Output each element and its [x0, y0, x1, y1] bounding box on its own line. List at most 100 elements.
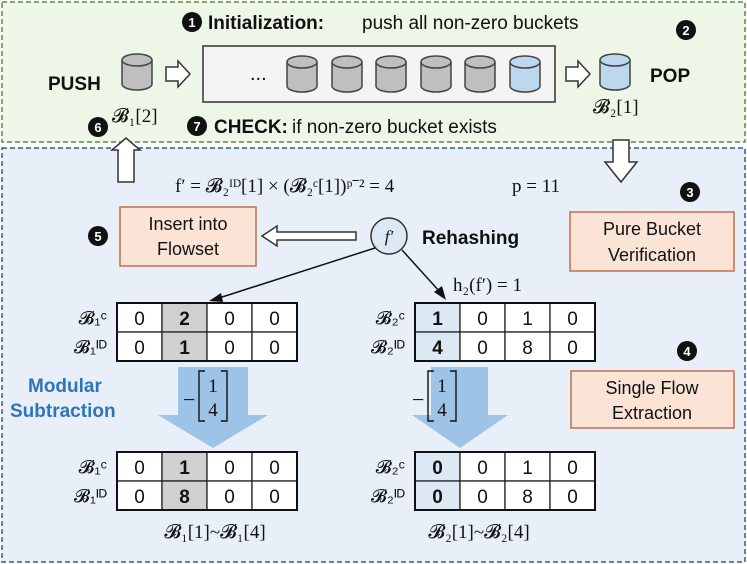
queue-bucket-3-icon	[375, 55, 407, 93]
table-cell-value: 0	[269, 309, 280, 330]
pure-bucket-line-2: Verification	[608, 245, 696, 265]
modular-label-line-1: Modular	[28, 376, 102, 397]
up-arrow-icon	[109, 137, 143, 183]
step-1-title: Initialization:	[208, 13, 324, 34]
step-3-badge	[680, 182, 700, 202]
step-1-description: push all non-zero buckets	[362, 13, 579, 34]
row-label-id: 𝓑₁ᴵᴰ	[74, 337, 107, 357]
rehash-arrow-left-head	[209, 293, 223, 302]
table-cell	[414, 451, 461, 482]
row-label-counter: 𝓑₁ᶜ	[79, 308, 107, 328]
pure-bucket-box	[569, 211, 735, 272]
range-label-right: 𝓑₂[1]~𝓑₂[4]	[428, 522, 529, 543]
step-2-badge	[676, 20, 696, 40]
range-label-left: 𝓑₁[1]~𝓑₁[4]	[164, 522, 265, 543]
table-border	[116, 451, 298, 511]
table-cell-value: 1	[432, 309, 443, 330]
table-cell	[161, 302, 208, 333]
single-flow-line-2: Extraction	[612, 403, 692, 423]
step-1-badge	[182, 12, 202, 32]
step-6-badge	[88, 117, 108, 137]
queue-bucket-4-icon	[420, 55, 452, 93]
row-label-counter: 𝓑₂ᶜ	[376, 457, 405, 477]
table-cell	[549, 480, 596, 511]
row-label-id: 𝓑₂ᴵᴰ	[371, 337, 405, 357]
single-flow-line-1: Single Flow	[605, 378, 699, 398]
table-cell-value: 0	[567, 458, 578, 479]
queue-bucket-2-icon	[331, 55, 363, 93]
insert-flowset-line-2: Flowset	[157, 239, 219, 259]
queue-bucket-head-icon	[509, 55, 541, 93]
table-border	[414, 451, 596, 511]
step-7-title: CHECK:	[214, 117, 288, 138]
step-6-number: 6	[94, 120, 101, 135]
table-cell-value: 8	[179, 487, 190, 508]
step-7-description: if non-zero bucket exists	[292, 117, 497, 138]
vector-left: − 1 4	[183, 370, 228, 422]
table-cell-value: 1	[522, 458, 533, 479]
vector-left-bottom: 4	[208, 400, 218, 421]
table-cell-value: 0	[269, 458, 280, 479]
table-cell-value: 4	[432, 338, 443, 359]
table-border	[414, 302, 596, 362]
fprime-node-label: f′	[385, 227, 394, 246]
queue-bucket-5-icon	[464, 55, 496, 93]
pop-label: POP	[650, 66, 690, 87]
queue-ellipsis: ...	[250, 63, 267, 85]
table-cell-value: 0	[269, 338, 280, 359]
table-cell-value: 0	[477, 487, 488, 508]
fprime-node	[370, 217, 408, 255]
row-label-id: 𝓑₁ᴵᴰ	[74, 486, 107, 506]
table-cell-value: 0	[567, 487, 578, 508]
table-cell-value: 8	[522, 487, 533, 508]
step-7-badge	[187, 116, 207, 136]
table-cell	[161, 331, 208, 362]
push-bucket-icon	[121, 53, 153, 91]
table-cell-value: 1	[179, 458, 190, 479]
rehash-arrow-left	[218, 247, 376, 299]
table-cell	[206, 480, 253, 511]
table-cell-value: 0	[134, 458, 145, 479]
table-cell-value: 0	[432, 458, 443, 479]
push-label: PUSH	[48, 74, 101, 95]
modular-label-line-2: Subtraction	[10, 401, 116, 422]
table-cell	[251, 480, 298, 511]
step-7-number: 7	[193, 119, 200, 134]
table-cell-value: 1	[522, 309, 533, 330]
table-cell-value: 1	[179, 338, 190, 359]
down-arrow-icon	[603, 139, 639, 184]
queue-bucket-1-icon	[286, 55, 318, 93]
vector-left-minus: −	[183, 387, 195, 412]
step-1-number: 1	[188, 15, 195, 30]
table-cell-value: 2	[179, 309, 190, 330]
pop-arrow-icon	[565, 59, 592, 89]
formula-p: p = 11	[512, 176, 560, 197]
modular-arrow-left-icon	[158, 367, 268, 448]
row-label-counter: 𝓑₁ᶜ	[79, 457, 107, 477]
push-bucket-label: 𝓑₁[2]	[112, 106, 158, 127]
formula-fprime: f′ = 𝓑₂ᴵᴰ[1] × (𝓑₂ᶜ[1])ᵖ⁻² = 4	[175, 176, 395, 197]
table-cell	[504, 451, 551, 482]
table-cell-value: 0	[567, 338, 578, 359]
table-cell-value: 0	[477, 338, 488, 359]
table-cell-value: 0	[477, 458, 488, 479]
step-3-number: 3	[686, 185, 693, 200]
table-cell-value: 0	[432, 487, 443, 508]
pure-bucket-line-1: Pure Bucket	[603, 219, 701, 239]
vector-right-bottom: 4	[437, 400, 447, 421]
table-cell-value: 0	[134, 338, 145, 359]
table-cell-value: 0	[134, 309, 145, 330]
vector-right-top: 1	[437, 376, 447, 397]
step-2-number: 2	[682, 23, 689, 38]
vector-right-minus: −	[412, 387, 424, 412]
h2-label: h₂(f′) = 1	[453, 275, 522, 296]
push-arrow-icon	[165, 59, 192, 89]
step-5-number: 5	[94, 229, 101, 244]
table-cell-value: 0	[224, 458, 235, 479]
pop-bucket-icon	[599, 53, 631, 91]
step-4-badge	[677, 341, 697, 361]
